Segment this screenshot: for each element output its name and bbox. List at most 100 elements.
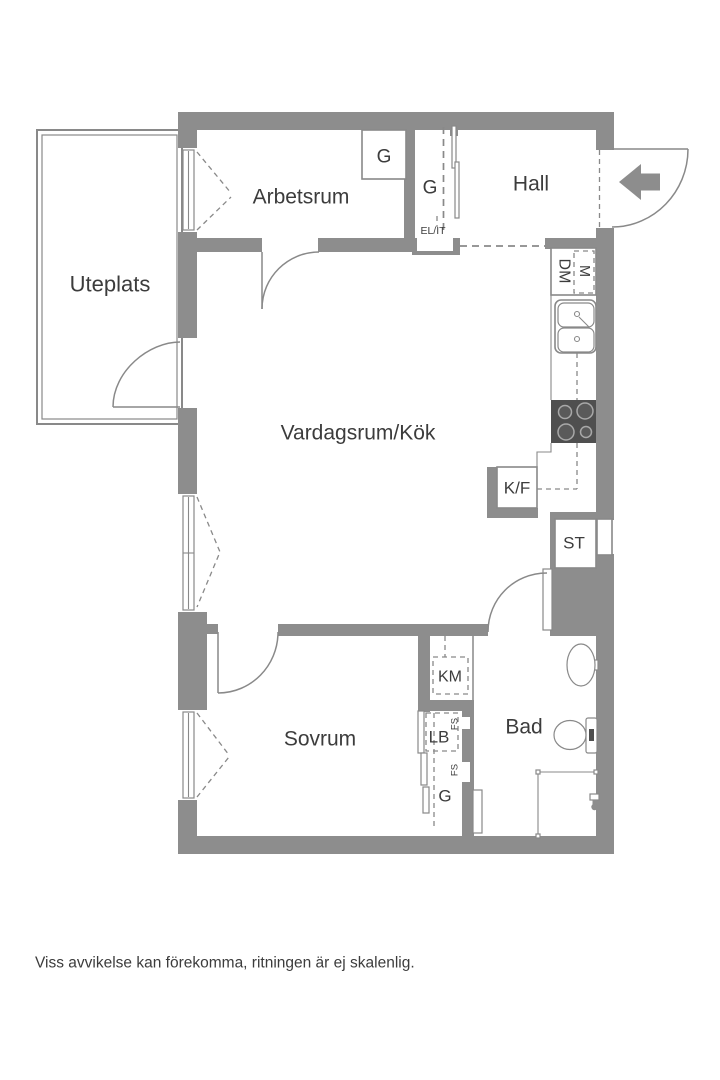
sink-basin-lower xyxy=(557,327,595,353)
wall-kf-horizontal xyxy=(487,508,538,518)
bad-door xyxy=(487,568,553,633)
label-m: M xyxy=(576,265,592,277)
sink-faucet-lever xyxy=(578,316,590,328)
wall-left-c xyxy=(178,408,197,494)
wall-top xyxy=(178,112,614,130)
outer-walls xyxy=(178,112,614,854)
wall-sovrum-bad-top xyxy=(278,624,488,636)
shower-corner-dot xyxy=(535,833,541,839)
arbetsrum-door-arc xyxy=(261,251,320,310)
sovrum-window xyxy=(182,711,230,799)
wall-sovrum-stub xyxy=(207,624,218,634)
wall-closet-divider xyxy=(418,700,474,711)
kitchen-counter-dashes xyxy=(537,353,578,490)
kitchen-sink xyxy=(554,299,597,354)
kitchen xyxy=(496,247,597,569)
bad-side-door-leaf xyxy=(472,789,483,834)
entry-door xyxy=(598,148,689,228)
sovrum-door-arc xyxy=(217,631,279,694)
microwave-dashed-box xyxy=(573,250,595,294)
label-st: ST xyxy=(563,534,585,553)
shower-corner-dot xyxy=(535,769,541,775)
hall-closet-leaf-b xyxy=(454,161,460,219)
st-window-slot xyxy=(596,518,613,556)
wall-arbetsrum-hall xyxy=(404,130,415,252)
fridge-freezer-box xyxy=(496,466,538,509)
wall-kitchen-top-stub xyxy=(545,238,596,249)
hall-closet xyxy=(436,125,460,230)
hall-closet-leaf-a xyxy=(451,125,457,169)
arbetsrum-window xyxy=(182,149,232,231)
label-hall: Hall xyxy=(513,173,549,196)
label-dm: DM xyxy=(556,259,573,284)
wall-bottom xyxy=(178,836,614,854)
wall-left-d xyxy=(178,800,197,836)
lb-dashed-box xyxy=(425,712,459,752)
vardagsrum-window xyxy=(182,495,221,611)
wall-right-a xyxy=(596,112,614,150)
uteplats-outer-border xyxy=(36,129,183,425)
label-uteplats: Uteplats xyxy=(70,272,151,297)
bad-door-leaf xyxy=(542,568,553,631)
stove-burner xyxy=(576,402,594,420)
label-arbetsrum: Arbetsrum xyxy=(253,186,350,209)
footer-disclaimer: Viss avvikelse kan förekomma, ritningen … xyxy=(35,955,415,972)
wall-kf-vertical xyxy=(487,467,497,518)
wall-arbetsrum-bottom-a xyxy=(197,238,262,252)
arbetsrum-wardrobe-box xyxy=(361,129,407,180)
window-opening-dashes xyxy=(196,151,232,231)
closet-door-leaf-b xyxy=(420,752,428,786)
bad-door-arc xyxy=(487,572,548,633)
shower-area xyxy=(535,769,600,839)
label-kf: K/F xyxy=(504,479,530,498)
label-fs-lower: FS xyxy=(450,764,461,776)
wall-right-c xyxy=(596,554,614,836)
sink-basin-upper xyxy=(557,302,595,328)
label-el-it: EL/IT xyxy=(420,225,446,237)
el-it-cabinet-niche xyxy=(417,238,453,251)
toilet-flush-mark xyxy=(589,729,594,741)
arbetsrum-door xyxy=(261,251,320,310)
shower-head xyxy=(591,803,598,811)
washbasin-bowl xyxy=(566,643,596,687)
label-g-hall: G xyxy=(423,178,438,199)
wall-left-pier xyxy=(178,612,207,710)
balcony-door-arc xyxy=(112,341,181,408)
entry-door-arc xyxy=(611,148,689,228)
sovrum-door xyxy=(217,631,279,694)
wall-arbetsrum-bottom-b xyxy=(318,238,415,252)
fs-door-slot-lower xyxy=(462,762,470,782)
stove xyxy=(551,400,596,443)
window-opening-dashes xyxy=(196,496,221,608)
shower-head-icon xyxy=(589,793,600,811)
label-km: KM xyxy=(438,669,462,686)
shower-pipe xyxy=(592,800,597,805)
wall-right-b xyxy=(596,228,614,520)
stove-burner xyxy=(557,404,573,420)
shower-corner-dot xyxy=(593,769,599,775)
stove-burner xyxy=(557,423,575,441)
label-sovrum: Sovrum xyxy=(284,728,356,751)
closet-door-leaf-c xyxy=(422,786,430,814)
toilet xyxy=(553,717,598,754)
label-fs-upper: FS xyxy=(450,718,461,730)
shower-mixer xyxy=(589,793,600,801)
bathroom-fixtures xyxy=(535,643,600,839)
entry-arrow-icon xyxy=(619,164,660,200)
stove-burner xyxy=(579,425,593,439)
label-g-arbetsrum: G xyxy=(377,147,392,168)
washbasin xyxy=(566,643,599,687)
label-lb: LB xyxy=(429,728,450,747)
closet-column xyxy=(417,636,483,834)
uteplats-area xyxy=(36,129,183,425)
wall-closet-left xyxy=(418,630,430,712)
balcony-door xyxy=(112,341,181,408)
fs-door-slot-upper xyxy=(462,717,470,729)
wall-left-a xyxy=(178,112,197,148)
toilet-bowl xyxy=(553,719,587,751)
label-g-closet: G xyxy=(438,787,451,806)
closet-door-leaf-a xyxy=(417,710,425,754)
label-vardagsrum-kok: Vardagsrum/Kök xyxy=(281,422,436,445)
label-bad: Bad xyxy=(505,716,542,739)
